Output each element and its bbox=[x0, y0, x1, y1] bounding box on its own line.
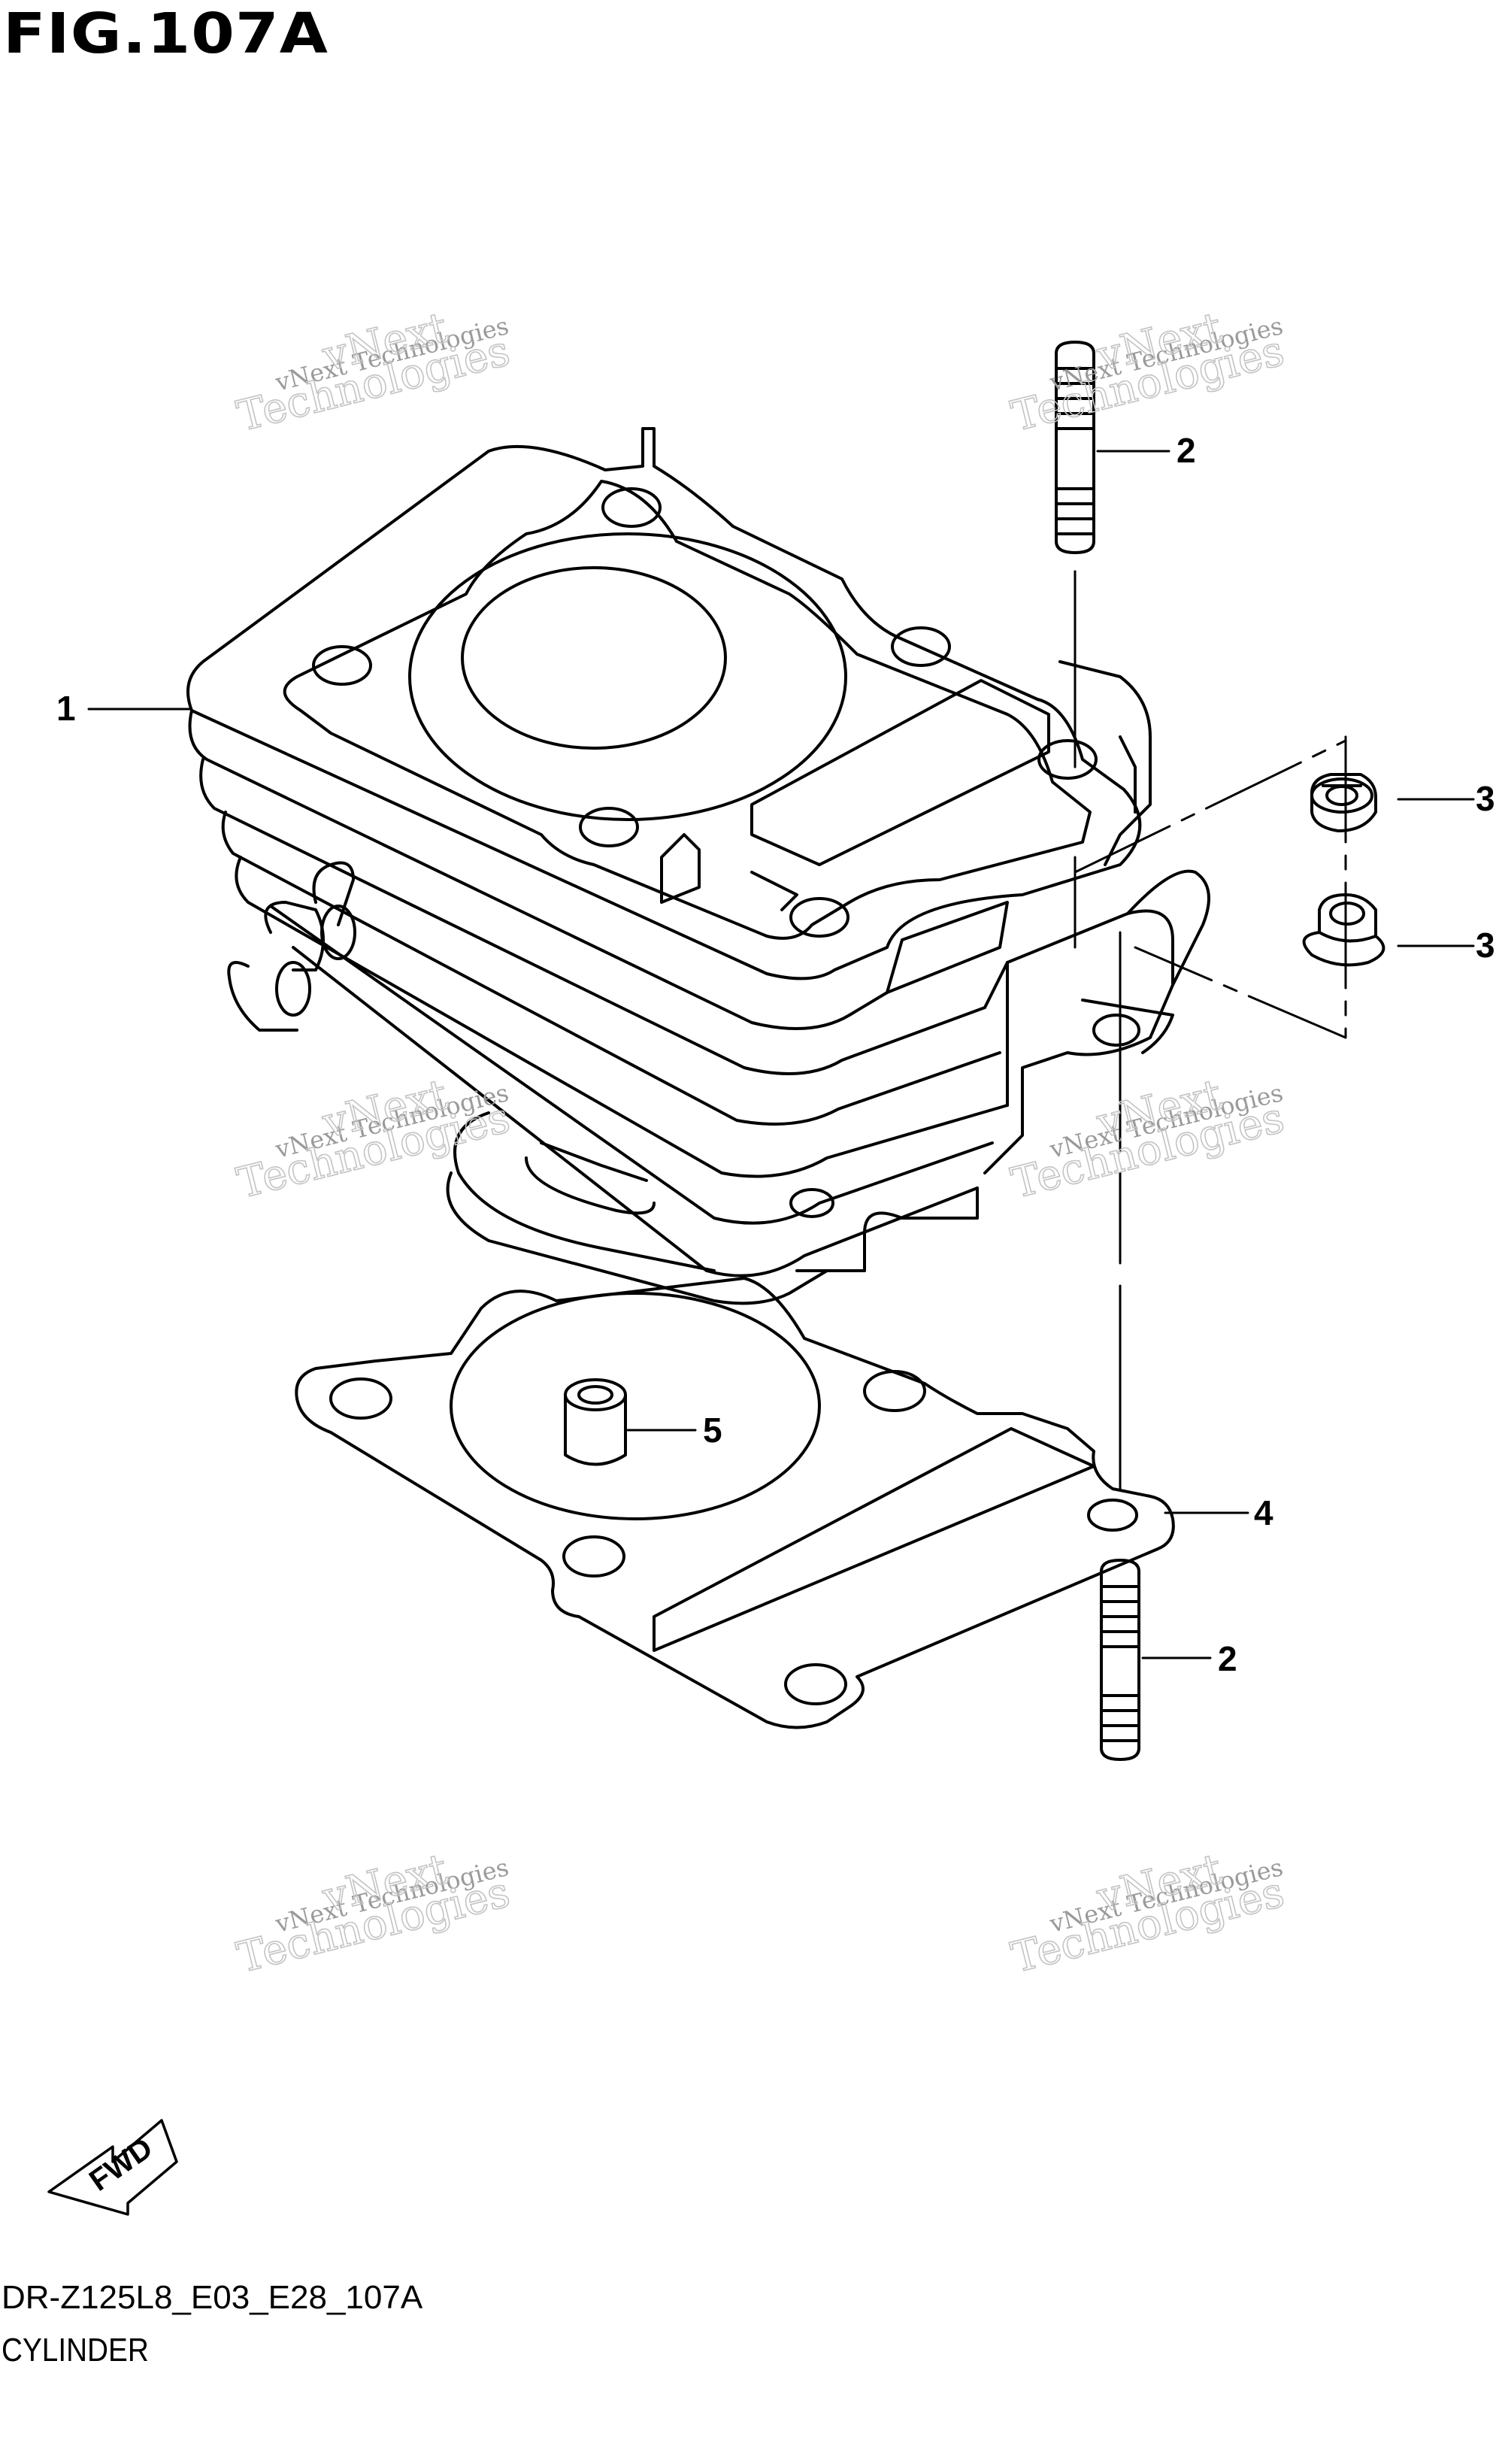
callout-4: 4 bbox=[1254, 1493, 1273, 1532]
callout-1: 1 bbox=[56, 689, 76, 728]
cylinder-part bbox=[186, 427, 1210, 1305]
watermark-group: vNext Technologies vNext Technologies vN… bbox=[232, 302, 1289, 1983]
flange-nut-lower bbox=[1302, 893, 1385, 967]
leader-lines bbox=[87, 450, 1475, 1659]
callout-5: 5 bbox=[703, 1411, 722, 1450]
phantom-lines bbox=[1074, 570, 1347, 1490]
diagram-name: CYLINDER bbox=[2, 2332, 149, 2369]
callout-3-upper: 3 bbox=[1476, 779, 1495, 818]
figure-title: FIG.107A bbox=[3, 2, 329, 66]
forward-arrow-icon bbox=[47, 2119, 178, 2216]
dowel-pin bbox=[564, 1378, 627, 1466]
callout-2-lower: 2 bbox=[1218, 1639, 1237, 1678]
cylinder-gasket bbox=[295, 1277, 1175, 1729]
callout-3-lower: 3 bbox=[1476, 926, 1495, 965]
callout-2-upper: 2 bbox=[1177, 431, 1196, 470]
flange-nut-upper bbox=[1310, 773, 1377, 832]
diagram-code: DR-Z125L8_E03_E28_107A bbox=[2, 2279, 423, 2316]
stud-bolt-lower bbox=[1100, 1559, 1140, 1761]
